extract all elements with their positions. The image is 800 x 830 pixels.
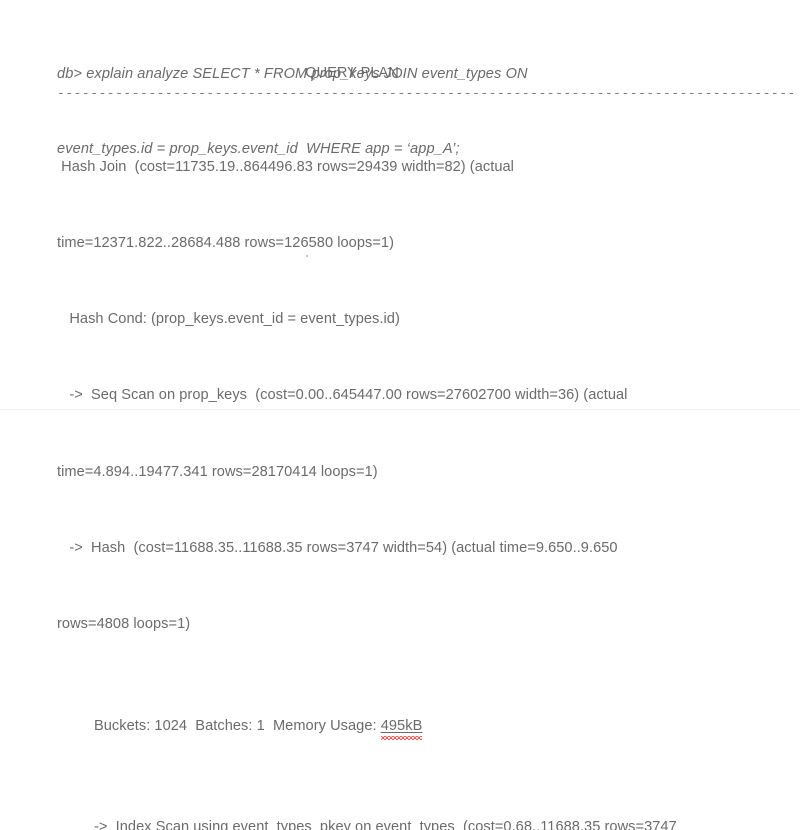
plan-line-seq-scan-cont: time=4.894..19477.341 rows=28170414 loop… <box>57 463 378 480</box>
plan-line-hash-cont: rows=4808 loops=1) <box>57 616 191 633</box>
plan-line-memory-usage: Buckets: 1024 Batches: 1 Memory Usage: 4… <box>57 714 797 740</box>
terminal-output-screen: db> explain analyze SELECT * FROM prop_k… <box>0 12 800 830</box>
plan-line-hash-cond: Hash Cond: (prop_keys.event_id = event_t… <box>57 311 400 328</box>
plan-line-hash: -> Hash (cost=11688.35..11688.35 rows=37… <box>57 539 618 556</box>
sql-query-line-2: event_types.id = prop_keys.event_id WHER… <box>57 141 460 157</box>
sql-query-line-1: db> explain analyze SELECT * FROM prop_k… <box>57 66 528 82</box>
separator-rule: ----------------------------------------… <box>57 86 793 101</box>
bottom-divider <box>0 409 800 410</box>
scan-artifact-dot <box>306 255 308 257</box>
memory-usage-value-spellchecked[interactable]: 495kB <box>380 717 423 740</box>
sql-query-echo: db> explain analyze SELECT * FROM prop_k… <box>57 12 757 212</box>
plan-line-index-scan: -> Index Scan using event_types_pkey on … <box>57 819 677 830</box>
query-plan-header: QUERY PLAN <box>305 65 399 81</box>
query-plan-body: Hash Join (cost=11735.19..864496.83 rows… <box>57 104 797 830</box>
memory-usage-prefix: Buckets: 1024 Batches: 1 Memory Usage: <box>57 717 381 734</box>
memory-usage-value: 495kB <box>380 717 423 734</box>
spellcheck-squiggle-icon <box>380 735 423 740</box>
plan-line-seq-scan: -> Seq Scan on prop_keys (cost=0.00..645… <box>57 387 628 404</box>
plan-line-hash-join-cont: time=12371.822..28684.488 rows=126580 lo… <box>57 235 395 252</box>
plan-line-hash-join: Hash Join (cost=11735.19..864496.83 rows… <box>57 158 514 175</box>
